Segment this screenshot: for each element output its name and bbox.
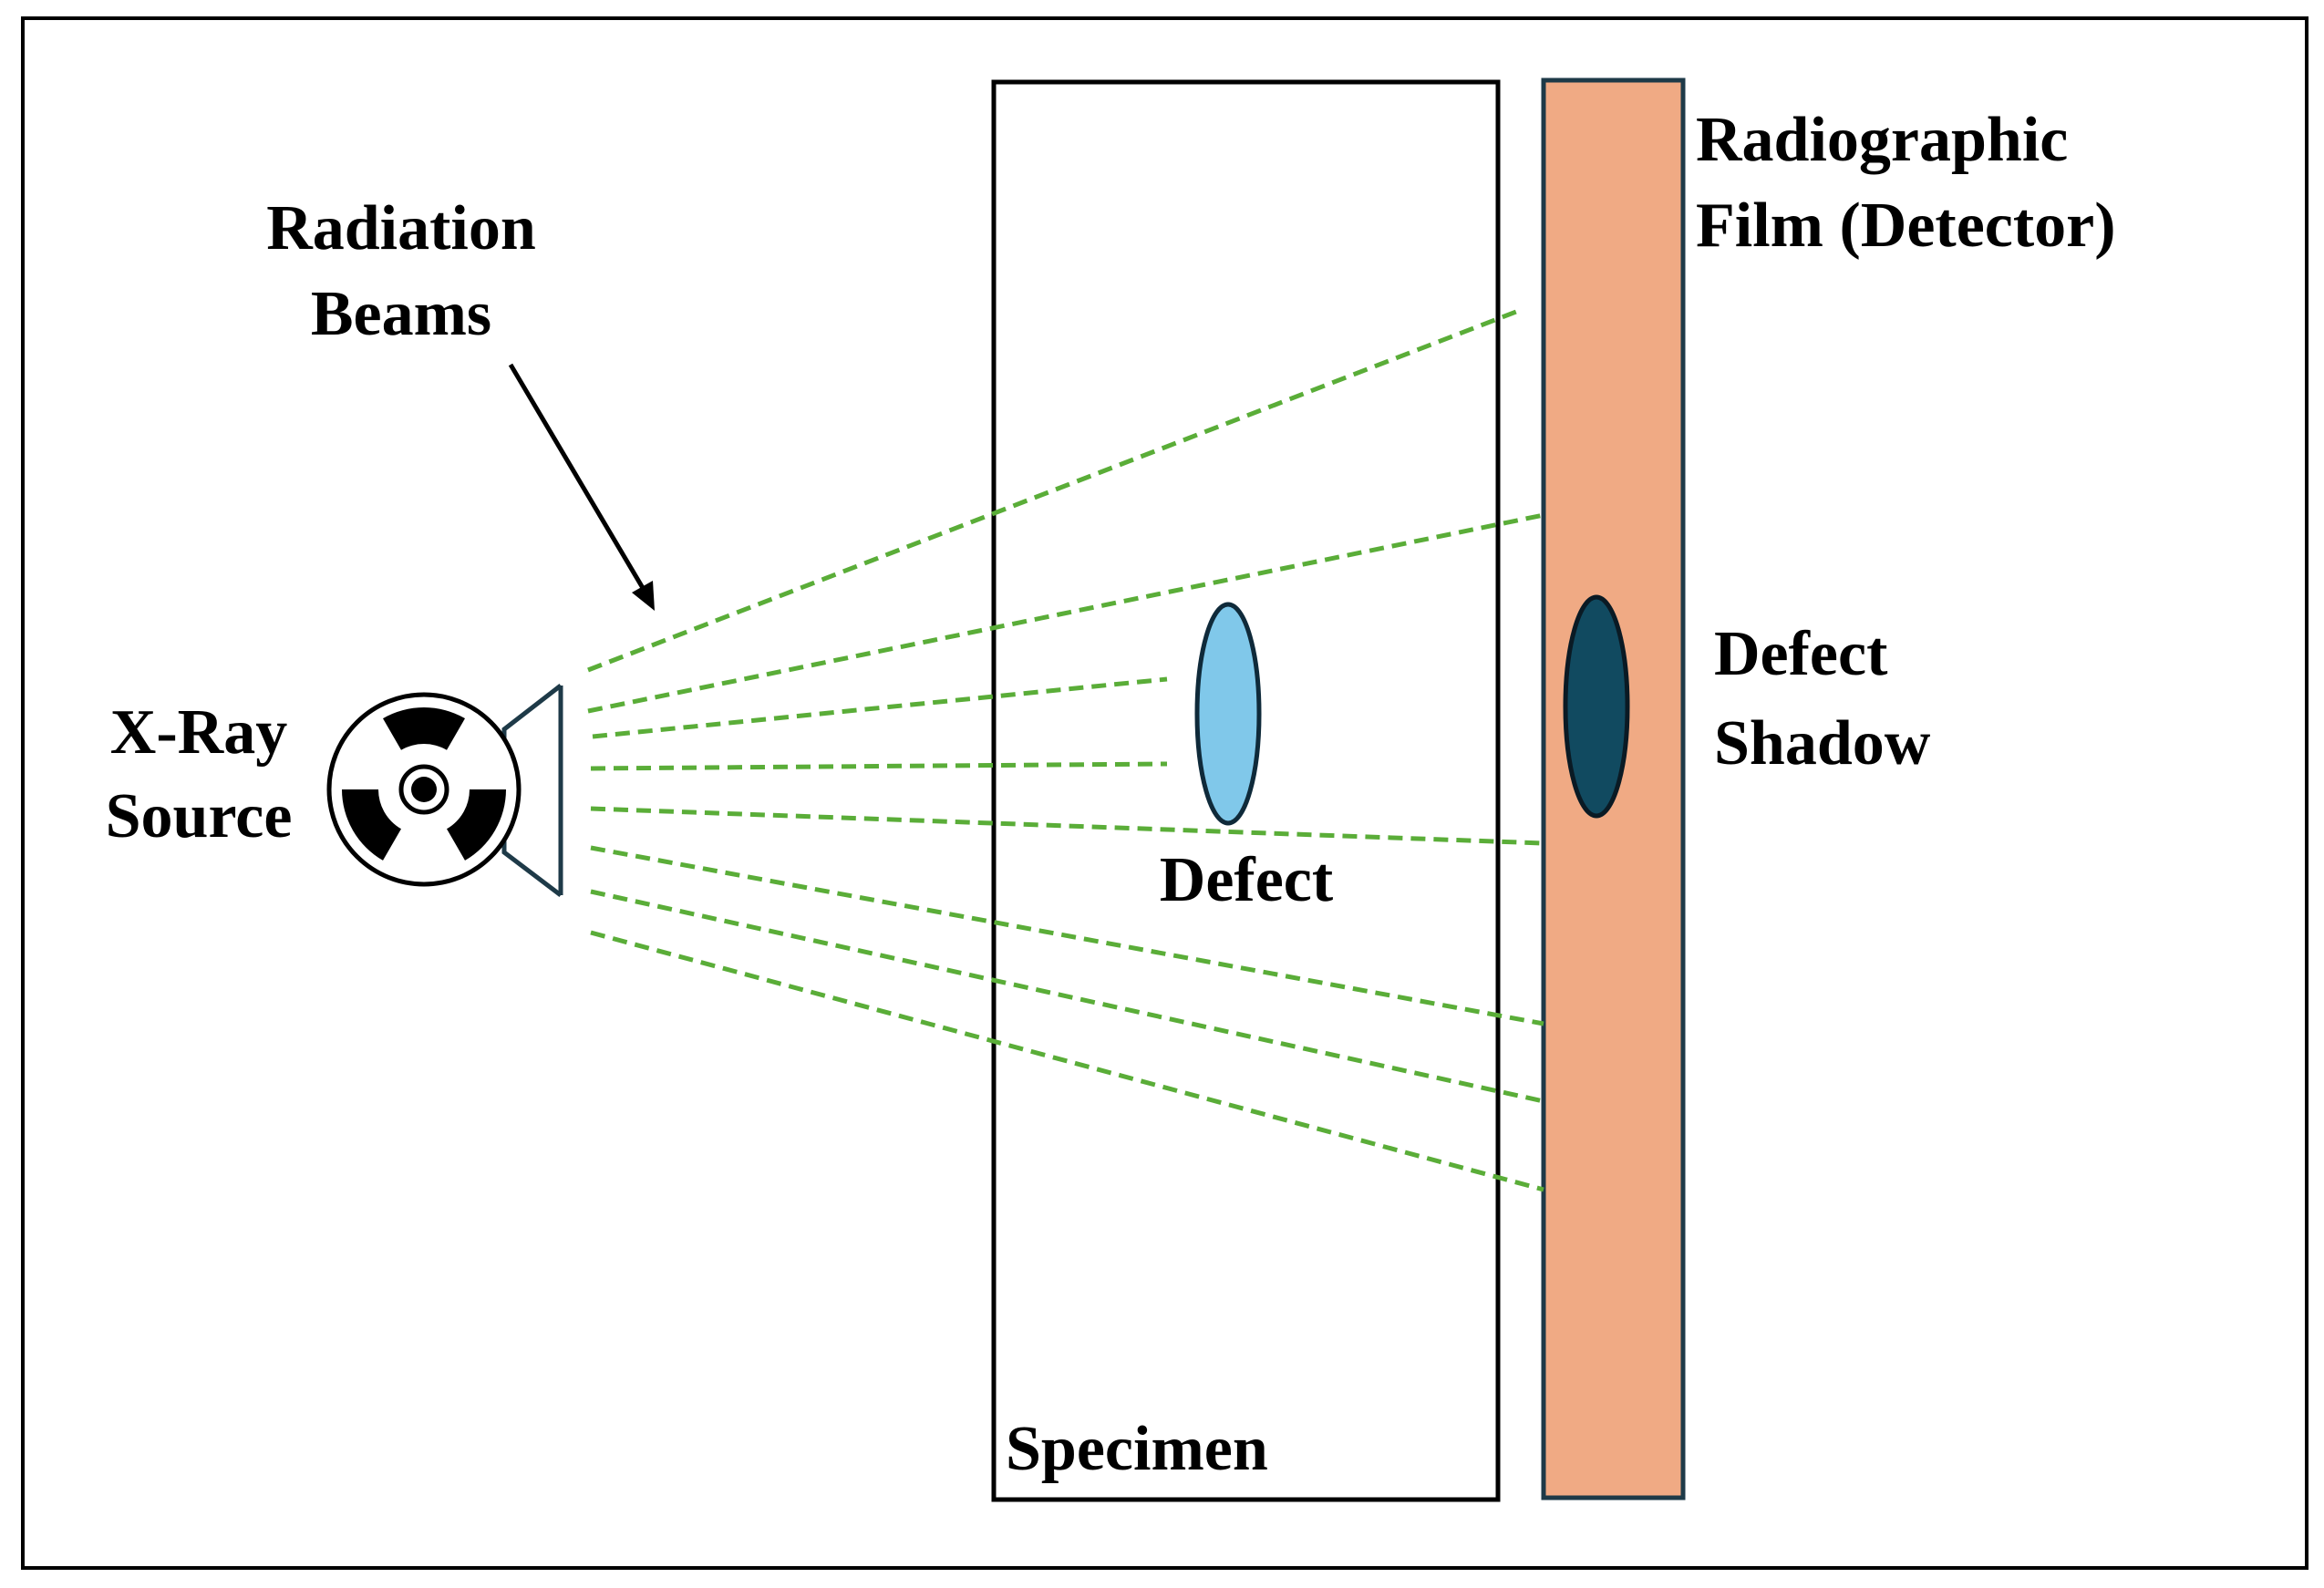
xray-source-label-line1: X-Ray — [110, 697, 287, 768]
trefoil-blade — [342, 789, 401, 861]
defect-shadow — [1563, 594, 1630, 819]
beam-line — [587, 512, 1544, 714]
radiation-beams — [587, 307, 1544, 1192]
defect — [1194, 602, 1262, 826]
pointer-arrowhead — [632, 581, 655, 611]
beam-line — [590, 845, 1544, 1026]
film-label-line2: Film (Detector) — [1696, 191, 2116, 261]
beam-line — [590, 761, 1168, 771]
beam-line — [590, 889, 1544, 1104]
pointer-arrow — [508, 363, 646, 590]
defect-shadow-label-line2: Shadow — [1714, 708, 1931, 779]
beam-line — [592, 676, 1168, 739]
radiation-beams-label-line1: Radiation — [266, 193, 536, 263]
specimen-label: Specimen — [1006, 1414, 1268, 1484]
trefoil-blade — [447, 789, 506, 861]
defect-label: Defect — [1160, 845, 1333, 915]
defect-shadow-label-line1: Defect — [1714, 619, 1887, 689]
radiation-beams-label-line2: Beams — [311, 279, 491, 349]
trefoil-blade — [383, 707, 465, 750]
beam-line — [587, 307, 1522, 673]
film-label-line1: Radiographic — [1696, 105, 2068, 175]
radiation-trefoil-icon — [326, 692, 522, 887]
beam-line — [590, 930, 1544, 1192]
xray-source-label-line2: Source — [106, 781, 293, 851]
trefoil-center-dot — [411, 777, 437, 802]
